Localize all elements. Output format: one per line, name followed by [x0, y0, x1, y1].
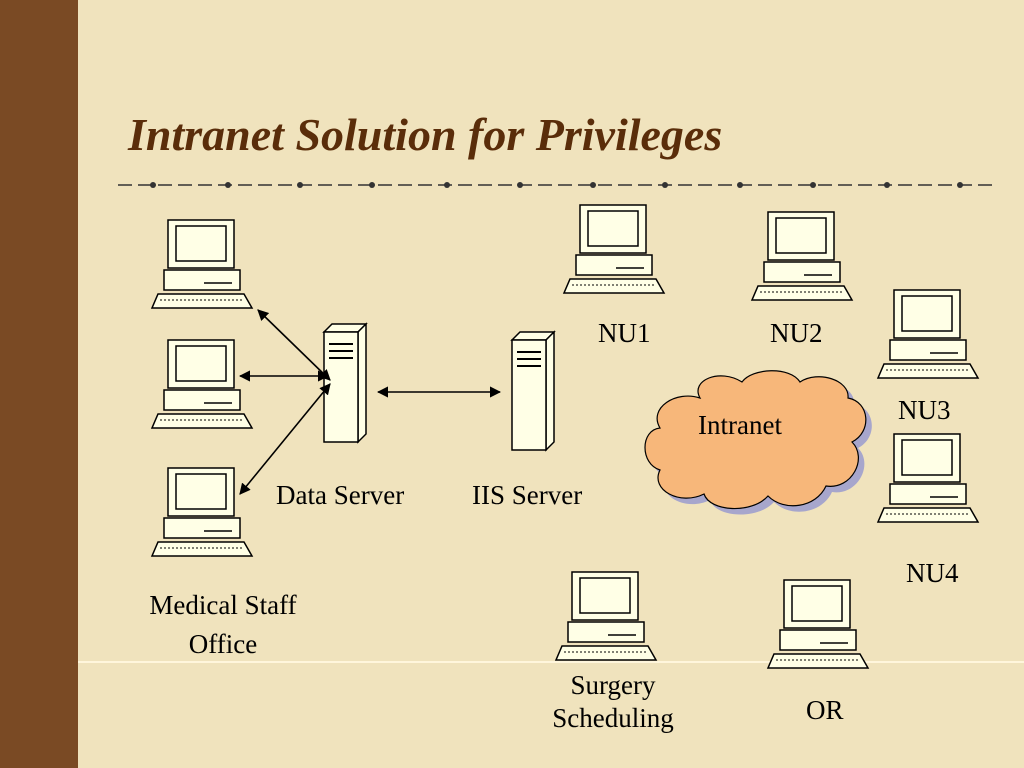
or-pc-icon — [767, 579, 869, 669]
nu4-label: NU4 — [906, 558, 959, 588]
nu1-label: NU1 — [598, 318, 651, 348]
intranet-cloud-icon — [644, 370, 872, 515]
title-divider — [118, 182, 992, 188]
nu1-pc-icon — [563, 204, 665, 294]
nu2-pc-icon — [751, 211, 853, 301]
decorative-sidebar — [0, 0, 78, 768]
data-server-label: Data Server — [276, 480, 405, 510]
nu2-label: NU2 — [770, 318, 823, 348]
surgery-scheduling-label: Surgery Scheduling — [552, 670, 674, 734]
data-server-icon — [323, 323, 367, 443]
medical-staff-office-label: Medical Staff Office — [149, 590, 297, 660]
connection-lines — [238, 309, 502, 495]
nu3-label: NU3 — [898, 395, 951, 425]
medical-pc-1-icon — [151, 219, 253, 309]
or-label: OR — [806, 695, 844, 725]
slide-title: Intranet Solution for Privileges — [128, 109, 723, 160]
iis-server-label: IIS Server — [472, 480, 583, 510]
medical-pc-3-icon — [151, 467, 253, 557]
intranet-label: Intranet — [698, 410, 782, 440]
surgery-scheduling-pc-icon — [555, 571, 657, 661]
iis-server-icon — [511, 331, 555, 451]
nu3-pc-icon — [877, 289, 979, 379]
nu4-pc-icon — [877, 433, 979, 523]
medical-pc-2-icon — [151, 339, 253, 429]
